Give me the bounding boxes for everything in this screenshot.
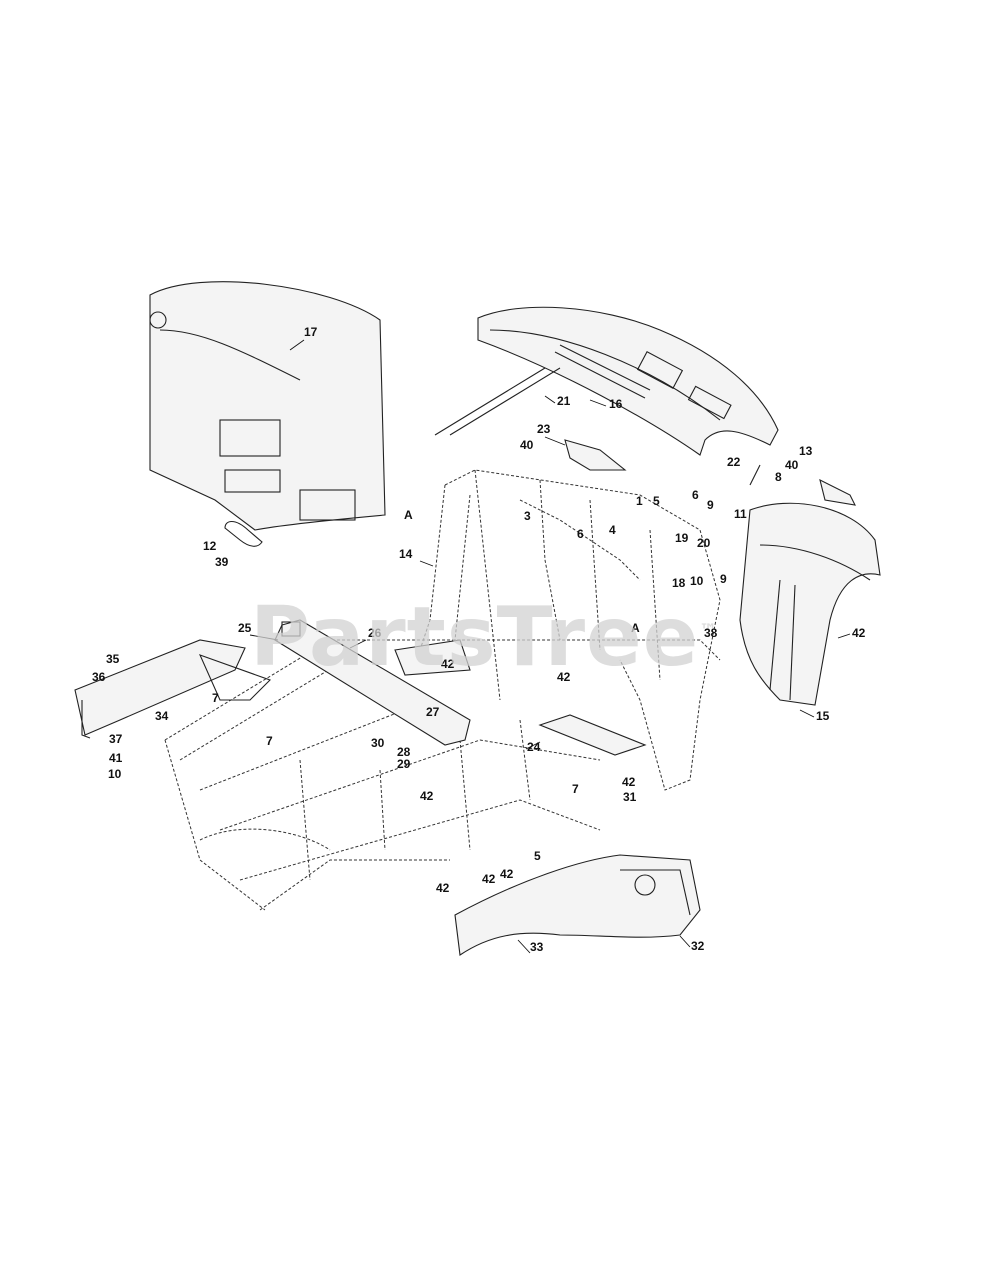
center-plate-part (394, 639, 471, 676)
callout-c42a: 42 (441, 657, 455, 671)
bracket-part (819, 478, 856, 506)
callout-c6a: 6 (577, 527, 584, 541)
callout-c33: 33 (530, 940, 544, 954)
callout-c35: 35 (106, 652, 120, 666)
chassis-frame-part (164, 639, 721, 911)
callout-c32: 32 (691, 939, 705, 953)
callout-c25: 25 (238, 621, 252, 635)
callout-c18: 18 (672, 576, 686, 590)
crossbeam-part (274, 619, 471, 746)
callout-c30: 30 (371, 736, 385, 750)
callout-c39: 39 (215, 555, 229, 569)
callout-c40b: 40 (785, 458, 799, 472)
callout-c42e: 42 (420, 789, 434, 803)
callout-c10a: 10 (690, 574, 704, 588)
callout-c23: 23 (537, 422, 551, 436)
dashboard-part (149, 281, 386, 531)
rod-part (434, 367, 561, 436)
running-board-part (454, 854, 701, 956)
callout-c8: 8 (775, 470, 782, 484)
callout-c5a: 5 (653, 494, 660, 508)
callout-c42b: 42 (557, 670, 571, 684)
callout-c14: 14 (399, 547, 413, 561)
callout-cAa: A (404, 508, 413, 522)
callout-c17: 17 (304, 325, 318, 339)
floor-plate-part (538, 714, 647, 756)
callout-c12: 12 (203, 539, 217, 553)
callout-c38: 38 (704, 626, 718, 640)
callout-c31: 31 (623, 790, 637, 804)
callout-c6b: 6 (692, 488, 699, 502)
callout-c42f: 42 (500, 867, 514, 881)
callout-c28: 28 (397, 745, 411, 759)
callout-c34: 34 (155, 709, 169, 723)
callout-c19: 19 (675, 531, 689, 545)
callout-c42g: 42 (482, 872, 496, 886)
callout-c29: 29 (397, 757, 411, 771)
callout-c21: 21 (557, 394, 571, 408)
callout-c5b: 5 (534, 849, 541, 863)
callout-c4: 4 (609, 523, 616, 537)
callout-c9a: 9 (707, 498, 714, 512)
callout-c37: 37 (109, 732, 123, 746)
leader-lines (249, 339, 851, 954)
callout-c22: 22 (727, 455, 741, 469)
callout-c1: 1 (636, 494, 643, 508)
callout-c42h: 42 (436, 881, 450, 895)
callout-c40a: 40 (520, 438, 534, 452)
callout-c24: 24 (527, 740, 541, 754)
side-panel-part (74, 639, 272, 739)
callout-c3: 3 (524, 509, 531, 523)
callout-c7c: 7 (572, 782, 579, 796)
callout-c26: 26 (368, 626, 382, 640)
hood-part (477, 306, 779, 456)
pedestal-frame-part (419, 469, 721, 791)
pin-part (749, 464, 761, 486)
callout-c27: 27 (426, 705, 440, 719)
callout-c9b: 9 (720, 572, 727, 586)
callout-c42c: 42 (852, 626, 866, 640)
callout-cAb: A (631, 621, 640, 635)
rear-fender-part (739, 502, 881, 706)
callout-c13: 13 (799, 444, 813, 458)
small-panel-part (564, 439, 627, 471)
callout-c41: 41 (109, 751, 123, 765)
callout-c15: 15 (816, 709, 830, 723)
callout-c10b: 10 (108, 767, 122, 781)
callout-c42d: 42 (622, 775, 636, 789)
handle-part (224, 520, 263, 547)
callout-c16: 16 (609, 397, 623, 411)
callout-c7a: 7 (212, 691, 219, 705)
callout-c7b: 7 (266, 734, 273, 748)
callout-c11: 11 (734, 507, 747, 521)
callout-c36: 36 (92, 670, 106, 684)
callout-c20: 20 (697, 536, 711, 550)
